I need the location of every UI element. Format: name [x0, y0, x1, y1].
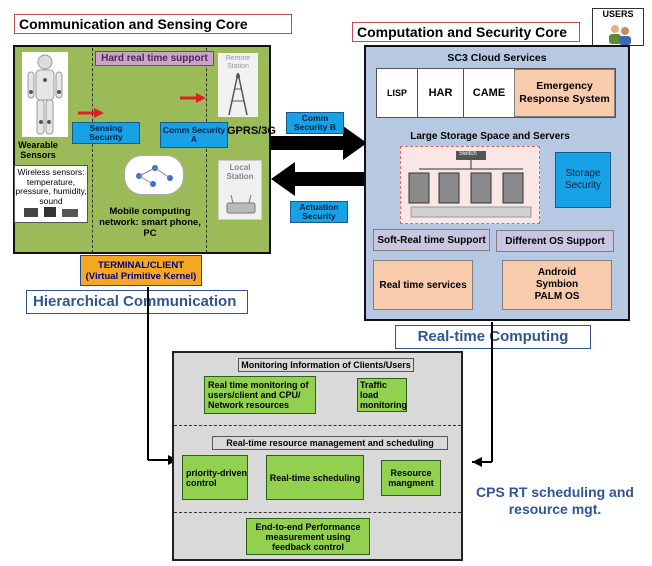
hard-rt-support-label: Hard real time support	[95, 51, 214, 66]
monitoring-dash-1	[174, 425, 461, 426]
rt-monitoring-box: Real time monitoring of users/client and…	[204, 376, 316, 414]
service-lisp: LISP	[377, 69, 418, 117]
dashed-divider-left	[92, 48, 93, 253]
comm-core-title: Communication and Sensing Core	[14, 14, 292, 34]
remote-station-label: Remote Station	[225, 55, 251, 70]
comm-security-a-box: Comm Security A	[160, 122, 228, 148]
terminal-client-box: TERMINAL/CLIENT (Virtual Primitive Kerne…	[80, 255, 202, 286]
storage-security-box: Storage Security	[555, 152, 611, 208]
cloud-services-title: SC3 Cloud Services	[447, 52, 547, 64]
emergency-response-box: Emergency Response System	[514, 69, 615, 117]
service-har: HAR	[418, 69, 464, 117]
os-symbion: Symbion	[535, 279, 579, 290]
rt-scheduling-box: Real-time scheduling	[266, 455, 364, 500]
local-station-image: Local Station	[218, 160, 262, 220]
os-palm: PALM OS	[534, 291, 580, 302]
remote-station-image: Remote Station	[218, 53, 258, 117]
actuation-security-label: Actuation Security	[290, 201, 348, 223]
comm-security-b-label: Comm Security B	[286, 112, 344, 134]
comp-core-title: Computation and Security Core	[352, 22, 580, 42]
wearable-sensor-image	[22, 52, 68, 137]
network-cloud-image	[124, 155, 184, 195]
gprs-label: GPRS/3G	[227, 125, 276, 137]
users-label: USERS	[602, 9, 634, 19]
traffic-load-box: Traffic load monitoring	[357, 378, 407, 412]
sensor-devices-image	[24, 205, 80, 226]
wearable-sensors-label: Wearable Sensors	[18, 140, 58, 160]
os-list-box: Android Symbion PALM OS	[502, 260, 612, 310]
monitoring-info-title: Monitoring Information of Clients/Users	[238, 358, 414, 372]
local-station-label: Local Station	[226, 163, 254, 181]
switch-label: Switch	[459, 151, 477, 157]
rt-services-box: Real time services	[373, 260, 473, 310]
priority-control-box: priority-driven control	[182, 455, 248, 500]
uplink-arrow	[271, 126, 367, 167]
e2e-performance-box: End-to-end Performance measurement using…	[246, 518, 370, 555]
terminal-client-line2: (Virtual Primitive Kernel)	[85, 270, 197, 282]
red-arrow-right	[180, 91, 206, 109]
red-arrow-left	[78, 106, 104, 124]
mobile-network-label: Mobile computing network: smart phone, P…	[99, 205, 201, 239]
sensing-security-box: Sensing Security	[72, 122, 140, 144]
dashed-divider-right	[206, 48, 207, 253]
monitoring-dash-2	[174, 512, 461, 513]
soft-rt-support-box: Soft-Real time Support	[373, 229, 490, 251]
hierarchical-communication-label: Hierarchical Communication	[26, 290, 248, 314]
cps-scheduling-label: CPS RT scheduling and resource mgt.	[467, 481, 643, 521]
os-android: Android	[537, 267, 577, 278]
server-rack-image: Switch	[400, 146, 540, 224]
storage-title: Large Storage Space and Servers	[410, 130, 570, 142]
resource-mgmt-title: Real-time resource management and schedu…	[212, 436, 448, 450]
downlink-arrow	[271, 162, 367, 203]
resource-mgmt-box: Resource mangment	[381, 460, 441, 496]
different-os-support-box: Different OS Support	[496, 230, 614, 252]
service-came: CAME	[472, 87, 506, 99]
users-icon	[609, 25, 631, 45]
wireless-sensors-text: Wireless sensors: temperature, pressure,…	[15, 167, 87, 206]
terminal-client-line1: TERMINAL/CLIENT	[97, 259, 185, 271]
